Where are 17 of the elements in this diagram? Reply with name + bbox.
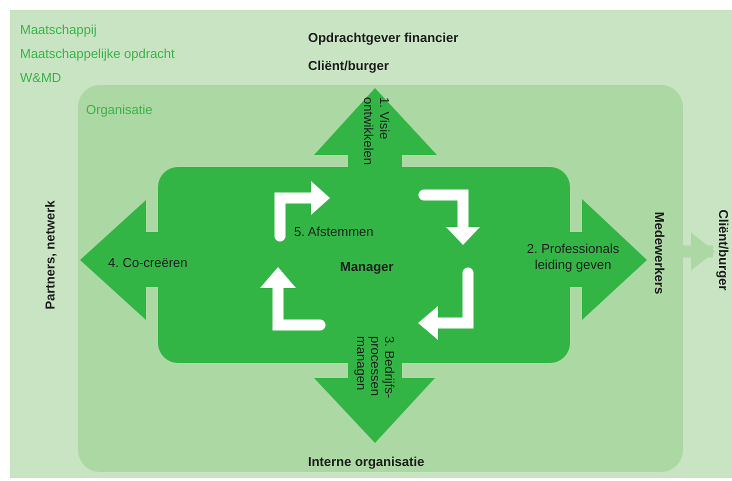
arrow-label: 3. Bedrijfs- processen managen [354, 336, 396, 400]
society-background [10, 10, 732, 478]
area-title: Organisatie [86, 101, 152, 119]
area-title: W&MD [20, 69, 62, 87]
arrow-label: 4. Co-creëren [108, 254, 188, 272]
arrow-label: 1. Visie ontwikkelen [360, 97, 392, 167]
node-label: Medewerkers [649, 212, 669, 294]
arrow-label: Manager [340, 258, 394, 276]
node-label: Cliënt/burger [713, 210, 732, 290]
area-title: Maatschappij [20, 21, 97, 39]
outside-label: Opdrachtgever financier [308, 29, 458, 47]
area-title: Maatschappelijke opdracht [20, 45, 175, 63]
outside-label: Partners, netwerk [41, 200, 58, 310]
arrow-label: 5. Afstemmen [294, 223, 374, 241]
outside-label: Cliënt/burger [308, 57, 389, 75]
arrow-label: 2. Professionals leiding geven [526, 241, 620, 273]
outside-label: Interne organisatie [308, 453, 424, 471]
